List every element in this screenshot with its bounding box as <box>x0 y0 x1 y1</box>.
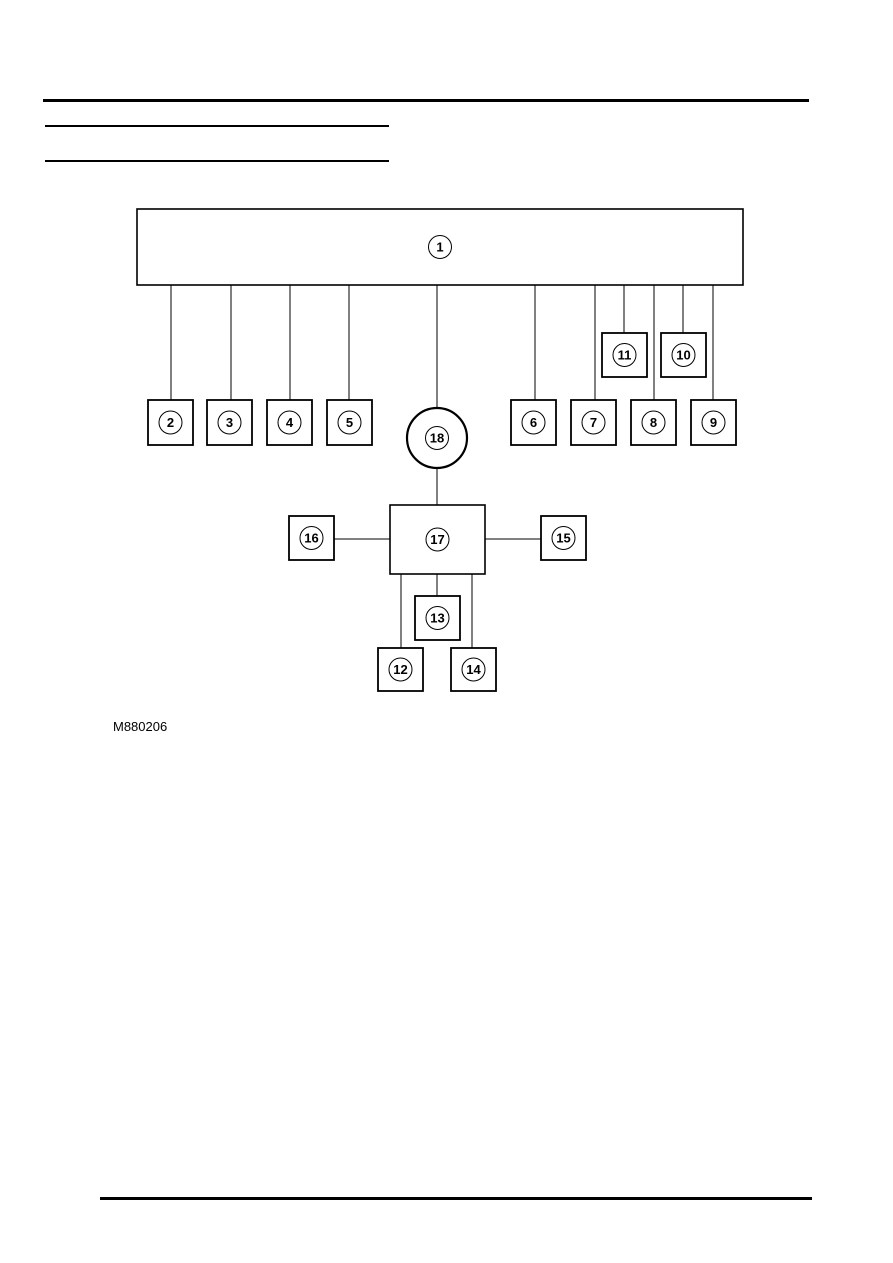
callout-number-17: 17 <box>430 532 444 547</box>
callout-circle-5 <box>337 410 362 435</box>
component-17: 17 <box>389 504 486 575</box>
callout-number-14: 14 <box>466 662 481 677</box>
callout-circle-9 <box>701 410 726 435</box>
component-12: 12 <box>377 647 424 692</box>
callout-number-18: 18 <box>430 431 444 446</box>
figure-code: M880206 <box>113 719 168 734</box>
component-1: 1 <box>136 208 744 286</box>
callout-number-12: 12 <box>393 662 407 677</box>
callout-circle-14 <box>461 657 486 682</box>
callout-number-10: 10 <box>676 348 690 363</box>
callout-number-6: 6 <box>530 415 537 430</box>
component-10-outline <box>660 332 707 378</box>
component-7: 7 <box>570 399 617 446</box>
component-15: 15 <box>540 515 587 561</box>
callout-number-7: 7 <box>590 415 597 430</box>
callout-circle-3 <box>217 410 242 435</box>
component-8: 8 <box>630 399 677 446</box>
footer-rule <box>100 1197 812 1200</box>
callout-circle-15 <box>551 526 576 550</box>
component-11: 11 <box>601 332 648 378</box>
callout-circle-18 <box>425 426 449 450</box>
callout-number-2: 2 <box>167 415 174 430</box>
callout-number-13: 13 <box>430 611 444 626</box>
header-rule-short-1 <box>45 125 389 127</box>
component-10: 10 <box>660 332 707 378</box>
component-3-outline <box>206 399 253 446</box>
callout-circle-6 <box>521 410 546 435</box>
callout-number-3: 3 <box>226 415 233 430</box>
diagram-connectors <box>170 285 714 648</box>
callout-number-1: 1 <box>436 240 443 255</box>
component-3: 3 <box>206 399 253 446</box>
header-rule-short-2 <box>45 160 389 162</box>
callout-number-9: 9 <box>710 415 717 430</box>
callout-circle-7 <box>581 410 606 435</box>
callout-number-8: 8 <box>650 415 657 430</box>
callout-circle-11 <box>612 343 637 367</box>
component-5-outline <box>326 399 373 446</box>
component-13: 13 <box>414 595 461 641</box>
component-4-outline <box>266 399 313 446</box>
callout-circle-8 <box>641 410 666 435</box>
component-2: 2 <box>147 399 194 446</box>
component-6: 6 <box>510 399 557 446</box>
component-14: 14 <box>450 647 497 692</box>
callout-circle-4 <box>277 410 302 435</box>
component-5: 5 <box>326 399 373 446</box>
component-4: 4 <box>266 399 313 446</box>
callout-circle-16 <box>299 526 324 550</box>
header-rule-top <box>43 99 809 102</box>
callout-circle-13 <box>425 606 450 630</box>
callout-circle-12 <box>388 657 413 682</box>
callout-number-4: 4 <box>286 415 294 430</box>
callout-number-5: 5 <box>346 415 353 430</box>
callout-number-16: 16 <box>304 531 318 546</box>
callout-circle-17 <box>425 527 450 552</box>
callout-circle-2 <box>158 410 183 435</box>
callout-number-11: 11 <box>618 348 632 363</box>
component-18: 18 <box>405 406 469 470</box>
callout-circle-10 <box>671 343 696 367</box>
callout-number-15: 15 <box>556 531 570 546</box>
component-9: 9 <box>690 399 737 446</box>
component-16: 16 <box>288 515 335 561</box>
callout-circle-1 <box>428 235 452 259</box>
